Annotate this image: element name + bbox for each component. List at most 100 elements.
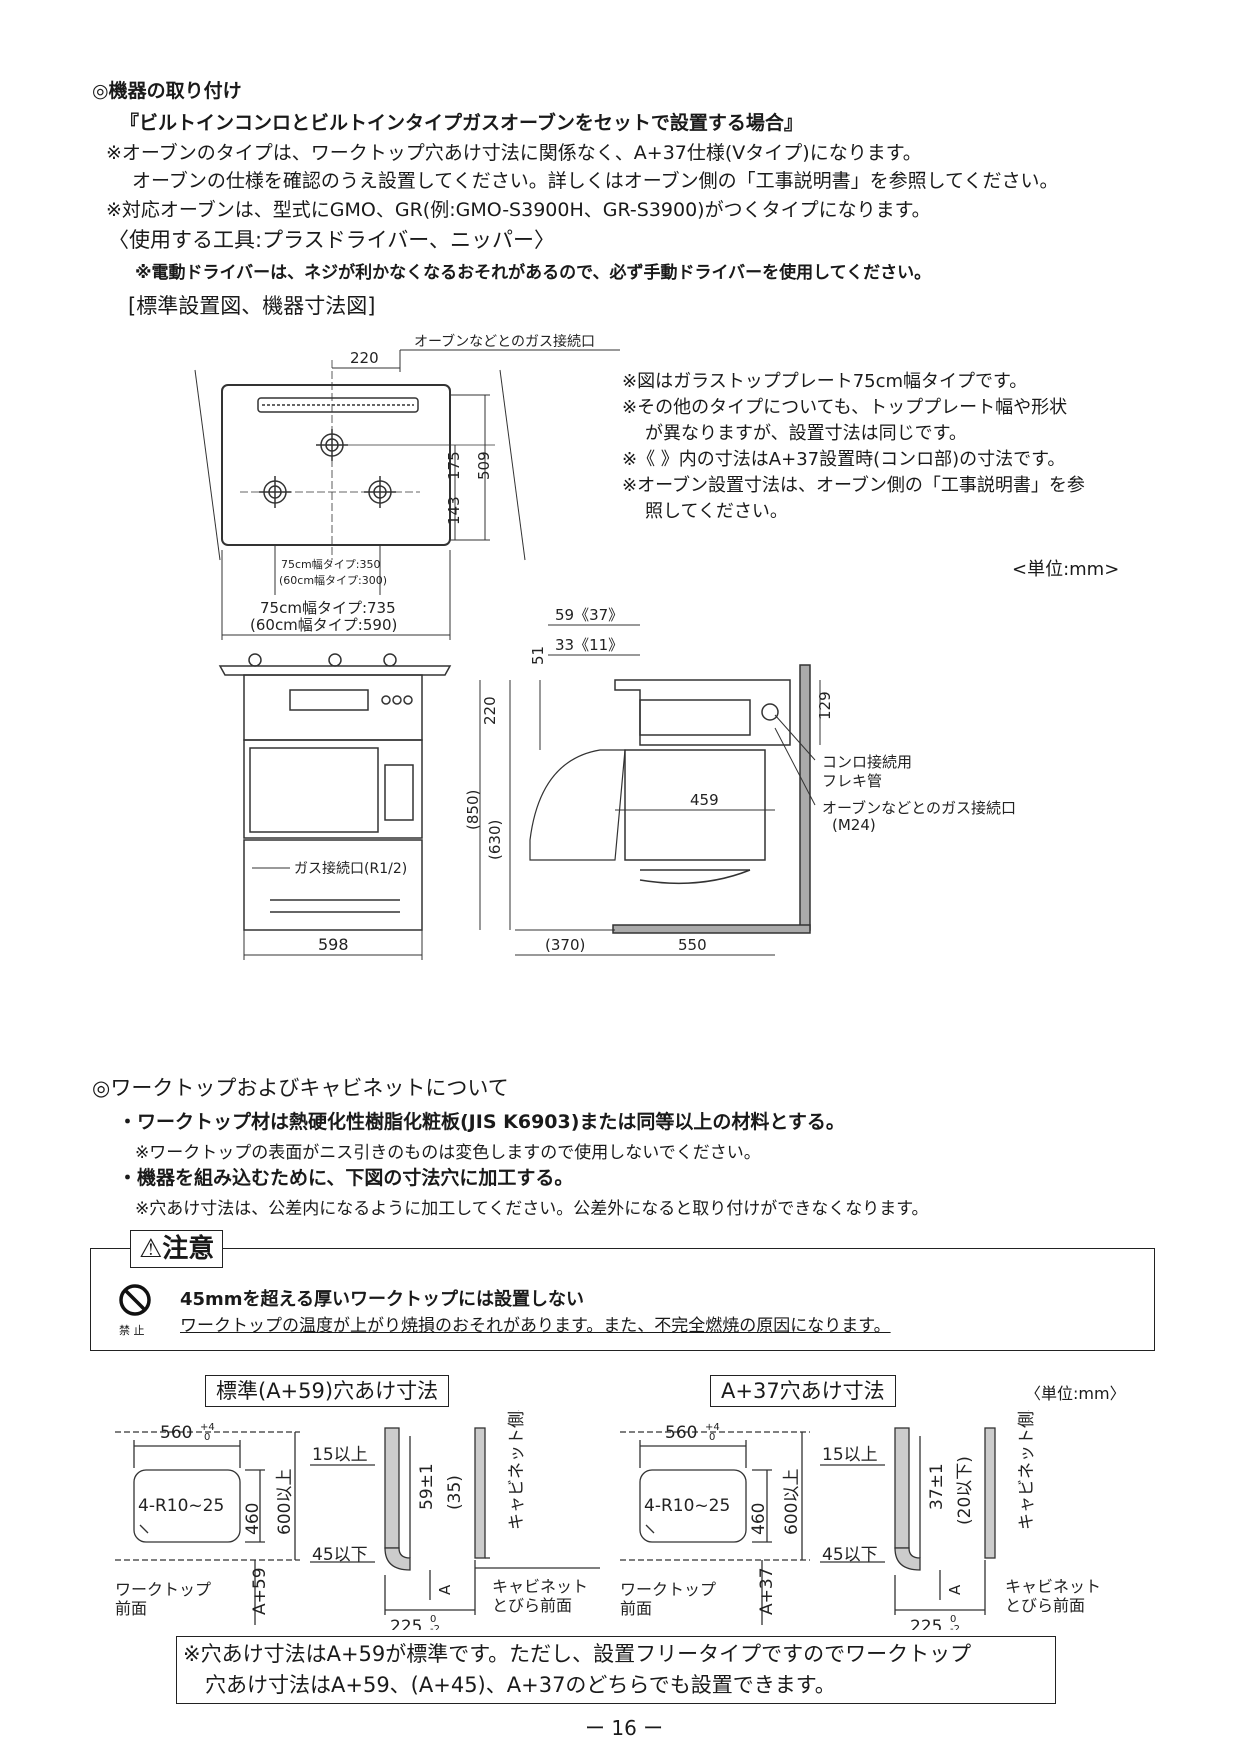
dim-59-37: 59《37》 [555,606,623,624]
std-a-label: A [436,1584,454,1595]
caution-title: 45mmを超える厚いワークトップには設置しない [180,1289,585,1310]
dim-143: 143 [445,496,463,525]
dim-220-top: 220 [350,349,379,367]
dim-550: 550 [678,936,707,954]
prohibit-icon [119,1284,151,1316]
side-note-4b: 照してください。 [645,501,788,522]
std-a59: A+59 [250,1567,270,1615]
tools-heading: 〈使用する工具:プラスドライバー、ニッパー〉 [108,228,556,252]
side-view-diagram [479,624,821,956]
std-w560: 560 [160,1423,192,1443]
worktop-material: ・ワークトップ材は熱硬化性樹脂化粧板(JIS K6903)または同等以上の材料と… [118,1111,845,1133]
worktop-cutout: ・機器を組み込むために、下図の寸法穴に加工する。 [118,1167,574,1189]
install-subheading: 『ビルトインコンロとビルトインタイプガスオーブンをセットで設置する場合』 [120,112,803,134]
a37-d225: 225 [910,1617,942,1630]
burner-spacing-75: 75cm幅タイプ:350 [281,558,380,571]
bottom-note: ※穴あけ寸法はA+59が標準です。ただし、設置フリータイプですのでワークトップ … [176,1636,1056,1704]
side-note-1: ※図はガラストッププレート75cm幅タイプです。 [622,371,1028,392]
std-worktop-front-1: ワークトップ [115,1580,211,1599]
a37-min15: 15以上 [822,1445,878,1465]
side-note-4: ※オーブン設置寸法は、オーブン側の「工事説明書」を参 [622,475,1085,496]
a37-dim37: 37±1 [927,1463,947,1510]
standard-cutout [115,1427,600,1625]
worktop-heading: ◎ワークトップおよびキャビネットについて [92,1076,509,1100]
a37-a-label: A [946,1584,964,1595]
oven-model-note: ※対応オーブンは、型式にGMO、GR(例:GMO-S3900H、GR-S3900… [106,199,931,221]
dim-509: 509 [475,451,493,480]
installation-diagrams: オーブンなどとのガス接続口 220 175 509 143 75cm幅タイプ:3… [194,333,1016,960]
oven-type-note: ※オーブンのタイプは、ワークトップ穴あけ寸法に関係なく、A+37仕様(Vタイプ)… [106,142,922,164]
gas-port-label: オーブンなどとのガス接続口 [414,333,595,350]
a37-cabinet-door-2: とびら前面 [1005,1596,1085,1615]
a37-d225-tol-top: 0 [950,1614,956,1625]
a37-w560-tol-plus: +4 [705,1422,720,1433]
dim-175: 175 [445,451,463,480]
front-view-diagram [218,653,452,960]
cutout-diagrams: 560 +4 0 4-R10~25 460 600以上 15以上 45以下 ワー… [115,1410,1101,1630]
worktop-material-note: ※ワークトップの表面がニス引きのものは変色しますので使用しないでください。 [135,1143,761,1163]
dim-850: (850) [464,790,482,830]
a37-cabinet-side: キャビネット側板前面 [1017,1410,1037,1530]
std-h460: 460 [243,1503,263,1535]
worktop-cutout-note: ※穴あけ寸法は、公差内になるように加工してください。公差外になると取り付けができ… [135,1199,929,1219]
bottom-note-line-2: 穴あけ寸法はA+59、(A+45)、A+37のどちらでも設置できます。 [205,1673,836,1697]
prohibit-label: 禁 止 [119,1324,145,1337]
flex-label-2: フレキ管 [822,772,882,790]
a37-d225-tol-bot: -2 [950,1624,960,1630]
a37-worktop-front-1: ワークトップ [620,1580,716,1599]
oven-type-note-cont: オーブンの仕様を確認のうえ設置してください。詳しくはオーブン側の「工事説明書」を… [132,170,1059,192]
a37-w560-tol-zero: 0 [709,1432,715,1443]
std-worktop-front-2: 前面 [115,1599,147,1618]
std-dim59: 59±1 [417,1463,437,1510]
std-dim35: (35) [445,1475,465,1510]
a37-max45: 45以下 [822,1545,878,1565]
dim-630: (630) [486,820,504,860]
side-note-3: ※《 》内の寸法はA+37設置時(コンロ部)の寸法です。 [622,449,1066,470]
front-width: 598 [318,935,349,954]
a37-worktop-front-2: 前面 [620,1599,652,1618]
std-cabinet-door-2: とびら前面 [492,1596,572,1615]
std-w560-tol-plus: +4 [200,1422,215,1433]
tools-note: ※電動ドライバーは、ネジが利かなくなるおそれがあるので、必ず手動ドライバーを使用… [135,263,932,283]
std-d225-tol-top: 0 [430,1614,436,1625]
caution-body: ワークトップの温度が上がり焼損のおそれがあります。また、不完全燃焼の原因になりま… [180,1316,891,1336]
a37-radius: 4-R10~25 [644,1496,730,1516]
std-w560-tol-zero: 0 [204,1432,210,1443]
std-min600: 600以上 [275,1469,295,1535]
side-gas-label-1: オーブンなどとのガス接続口 [822,799,1016,817]
front-gas-port: ガス接続口(R1/2) [294,860,407,877]
caution-tag: ⚠注意 [130,1230,224,1268]
std-d225-tol-bot: -2 [430,1624,440,1630]
side-gas-label-2: (M24) [832,816,876,834]
dim-220-side: 220 [481,696,499,725]
dim-129: 129 [816,691,834,720]
diagram-heading: [標準設置図、機器寸法図] [128,294,376,318]
a37-w560: 560 [665,1423,697,1443]
side-note-2: ※その他のタイプについても、トッププレート幅や形状 [622,397,1068,418]
width-75: 75cm幅タイプ:735 [260,599,396,617]
caution-box [90,1248,1155,1351]
std-cabinet-door-1: キャビネット [492,1577,588,1596]
flex-label-1: コンロ接続用 [822,753,912,771]
dim-51: 51 [529,646,547,665]
std-d225: 225 [390,1617,422,1630]
a37-h460: 460 [749,1503,769,1535]
std-cabinet-side: キャビネット側板前面 [507,1410,527,1530]
a37-cutout [620,1427,996,1625]
burner-spacing-60: (60cm幅タイプ:300) [279,574,387,587]
cutout-unit: 〈単位:mm〉 [1025,1384,1126,1403]
a37-cabinet-door-1: キャビネット [1005,1577,1101,1596]
std-min15: 15以上 [312,1445,368,1465]
a37-min600: 600以上 [782,1469,802,1535]
install-heading: ◎機器の取り付け [92,80,242,102]
top-view-diagram [194,349,620,640]
a37-a37: A+37 [757,1567,777,1615]
dim-370: (370) [545,936,585,954]
std-radius: 4-R10~25 [138,1496,224,1516]
unit-label: <単位:mm> [1012,559,1120,580]
dim-459: 459 [690,791,719,809]
std-max45: 45以下 [312,1545,368,1565]
bottom-note-line-1: ※穴あけ寸法はA+59が標準です。ただし、設置フリータイプですのでワークトップ [183,1642,972,1666]
cutout-title-a37: A+37穴あけ寸法 [710,1375,896,1407]
dim-33-11: 33《11》 [555,636,623,654]
